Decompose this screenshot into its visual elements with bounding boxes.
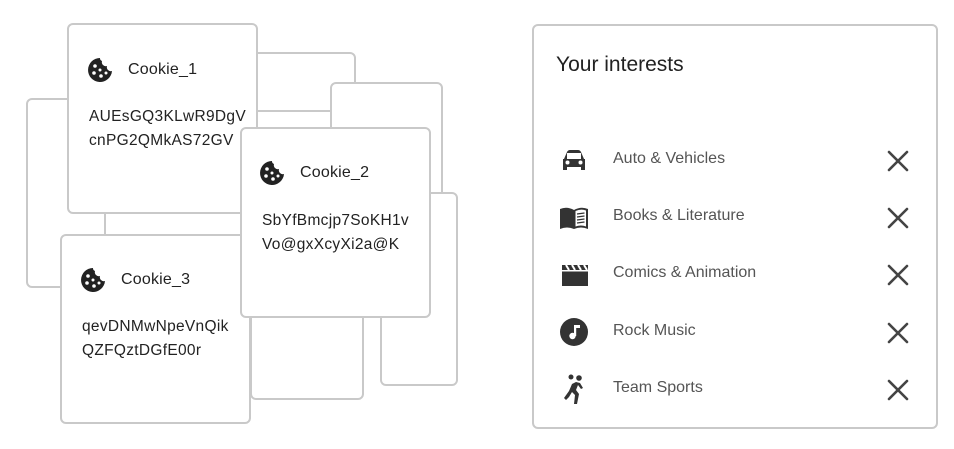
car-icon — [563, 150, 585, 170]
cookie-icon — [260, 161, 284, 185]
sports-player-icon — [564, 374, 583, 404]
cookie-value: AUEsGQ3KLwR9DgV cnPG2QMkAS72GV — [89, 105, 246, 153]
cookie-icon — [81, 268, 105, 292]
interest-label: Team Sports — [613, 379, 703, 396]
cookie-name: Cookie_1 — [128, 61, 198, 78]
cookie-card-2: Cookie_2 SbYfBmcjp7SoKH1v Vo@gxXcyXi2a@K — [240, 127, 431, 318]
interest-label: Comics & Animation — [613, 264, 757, 281]
close-icon[interactable] — [884, 319, 912, 347]
cookie-value-line: Vo@gxXcyXi2a@K — [262, 236, 400, 253]
close-icon[interactable] — [884, 147, 912, 175]
panel-title: Your interests — [556, 53, 684, 76]
cookie-value-line: cnPG2QMkAS72GV — [89, 132, 234, 149]
cookie-name: Cookie_3 — [121, 271, 191, 288]
interest-row: Books & Literature — [534, 194, 936, 244]
cookie-value: SbYfBmcjp7SoKH1v Vo@gxXcyXi2a@K — [262, 209, 409, 257]
close-icon[interactable] — [884, 261, 912, 289]
interest-row: Team Sports — [534, 366, 936, 416]
interests-panel: Your interests Auto & Vehicles Books & L… — [532, 24, 938, 429]
book-icon — [560, 207, 588, 229]
cookie-icon — [88, 58, 112, 82]
close-icon[interactable] — [884, 376, 912, 404]
cookie-card-3: Cookie_3 qevDNMwNpeVnQik QZFQztDGfE00r — [60, 234, 251, 424]
music-note-icon — [560, 318, 588, 346]
cookie-value-line: qevDNMwNpeVnQik — [82, 318, 229, 335]
interest-row: Auto & Vehicles — [534, 137, 936, 187]
cookie-value-line: AUEsGQ3KLwR9DgV — [89, 108, 246, 125]
interest-label: Books & Literature — [613, 207, 745, 224]
cookie-name: Cookie_2 — [300, 164, 370, 181]
clapperboard-icon — [562, 264, 588, 286]
interest-row: Rock Music — [534, 309, 936, 359]
cookie-value-line: QZFQztDGfE00r — [82, 342, 202, 359]
interest-label: Auto & Vehicles — [613, 150, 726, 167]
interest-row: Comics & Animation — [534, 251, 936, 301]
cookie-value-line: SbYfBmcjp7SoKH1v — [262, 212, 409, 229]
close-icon[interactable] — [884, 204, 912, 232]
cookie-card-1: Cookie_1 AUEsGQ3KLwR9DgV cnPG2QMkAS72GV — [67, 23, 258, 214]
interest-label: Rock Music — [613, 322, 696, 339]
cookie-value: qevDNMwNpeVnQik QZFQztDGfE00r — [82, 315, 229, 363]
